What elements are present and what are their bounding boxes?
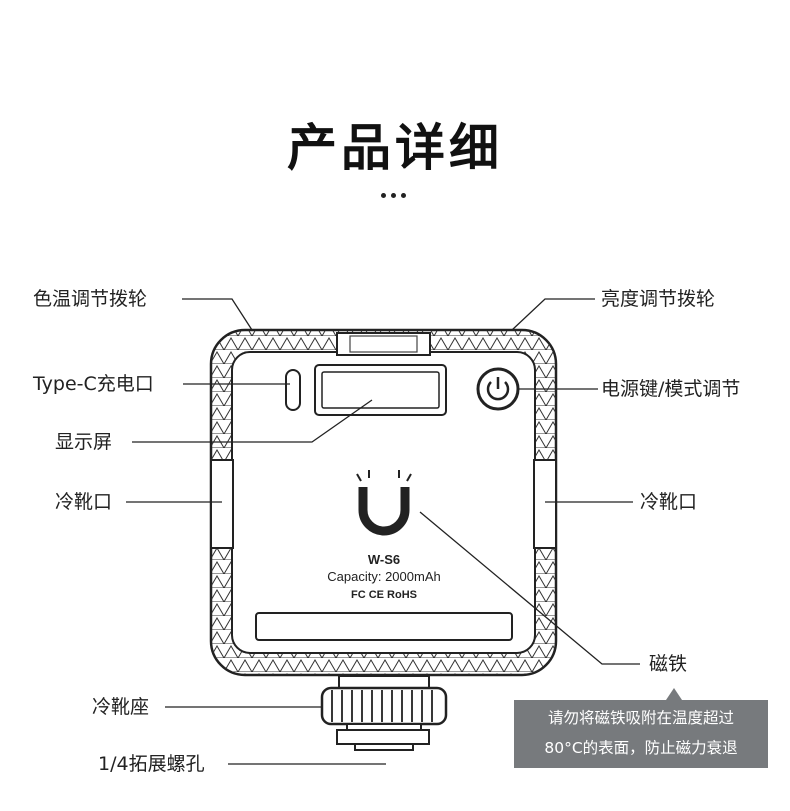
warning-line-1: 请勿将磁铁吸附在温度超过: [547, 709, 734, 727]
model-text: W-S6: [367, 552, 401, 567]
right-cold-shoe-slot: [533, 459, 557, 549]
warning-pointer: [666, 688, 682, 700]
magnet-warning-box: 请勿将磁铁吸附在温度超过 80°C的表面，防止磁力衰退: [514, 700, 768, 768]
left-cold-shoe-slot: [210, 459, 234, 549]
label-typec-port: Type-C充电口: [33, 373, 154, 395]
capacity-text: Capacity: 2000mAh: [327, 569, 441, 584]
label-magnet: 磁铁: [649, 653, 688, 675]
line-brightness: [511, 298, 595, 331]
screw-plate: [336, 729, 430, 745]
label-color-temp-dial: 色温调节拨轮: [33, 288, 148, 310]
line-color-temp: [182, 298, 253, 331]
cold-shoe-mount-neck: [338, 675, 430, 689]
page-title: 产品详细: [287, 119, 503, 177]
magnet-logo: [358, 487, 410, 536]
label-screw-hole: 1/4拓展螺孔: [98, 753, 205, 775]
certification-marks: FC CE RoHS: [351, 589, 417, 601]
line-display: [132, 399, 373, 443]
warning-line-2: 80°C的表面，防止磁力衰退: [544, 739, 738, 757]
cold-shoe-knob: [320, 686, 448, 726]
title-dots: [381, 193, 411, 201]
typec-port-shape: [285, 369, 301, 411]
bottom-strip: [255, 612, 513, 641]
label-cold-shoe-mount: 冷靴座: [92, 696, 150, 718]
label-power-mode-key: 电源键/模式调节: [601, 378, 741, 400]
label-cold-shoe-right: 冷靴口: [640, 491, 698, 513]
label-display: 显示屏: [55, 431, 113, 453]
line-magnet: [419, 511, 640, 665]
label-brightness-dial: 亮度调节拨轮: [601, 288, 716, 310]
label-cold-shoe-left: 冷靴口: [55, 491, 113, 513]
